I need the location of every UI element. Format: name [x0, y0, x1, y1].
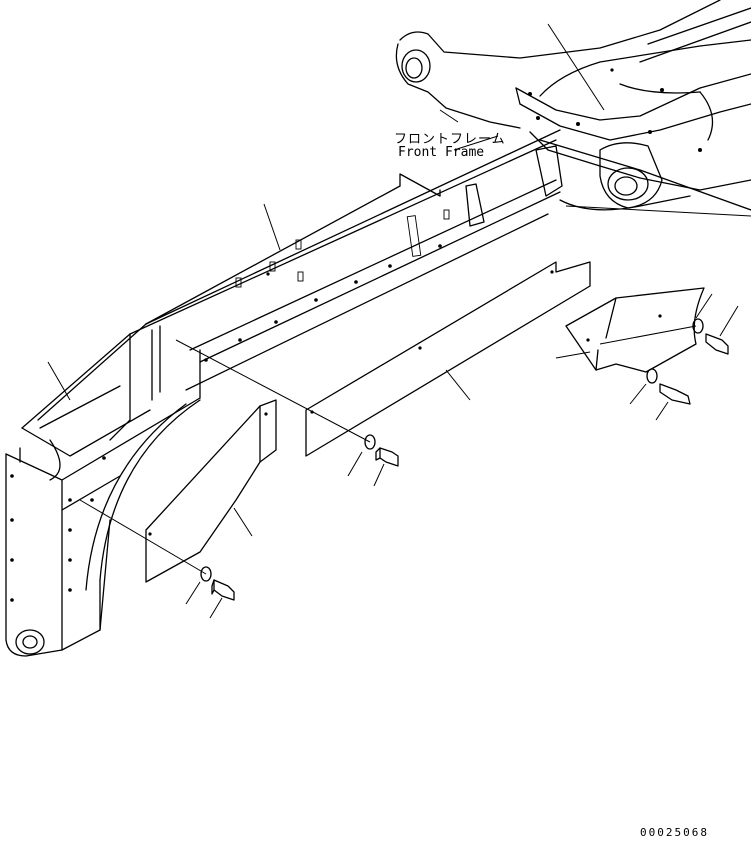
washer-bolt-right-lower	[646, 368, 691, 405]
front-frame	[395, 0, 751, 211]
washer-bolt-right-upper	[692, 318, 729, 355]
side-cover-plate-lower	[145, 399, 277, 583]
front-frame-label-english: Front Frame	[398, 145, 485, 160]
rear-frame	[5, 129, 563, 657]
leader-lines	[47, 23, 751, 619]
side-cover-plate-right	[565, 287, 705, 373]
front-frame-label-japanese: フロントフレーム	[394, 132, 506, 147]
drawing-number: 00025068	[640, 826, 709, 839]
top-cover-plate	[145, 173, 441, 325]
washer-bolt-middle	[364, 434, 399, 467]
side-cover-plate-middle	[305, 261, 591, 457]
washer-bolt-lower	[200, 566, 235, 601]
